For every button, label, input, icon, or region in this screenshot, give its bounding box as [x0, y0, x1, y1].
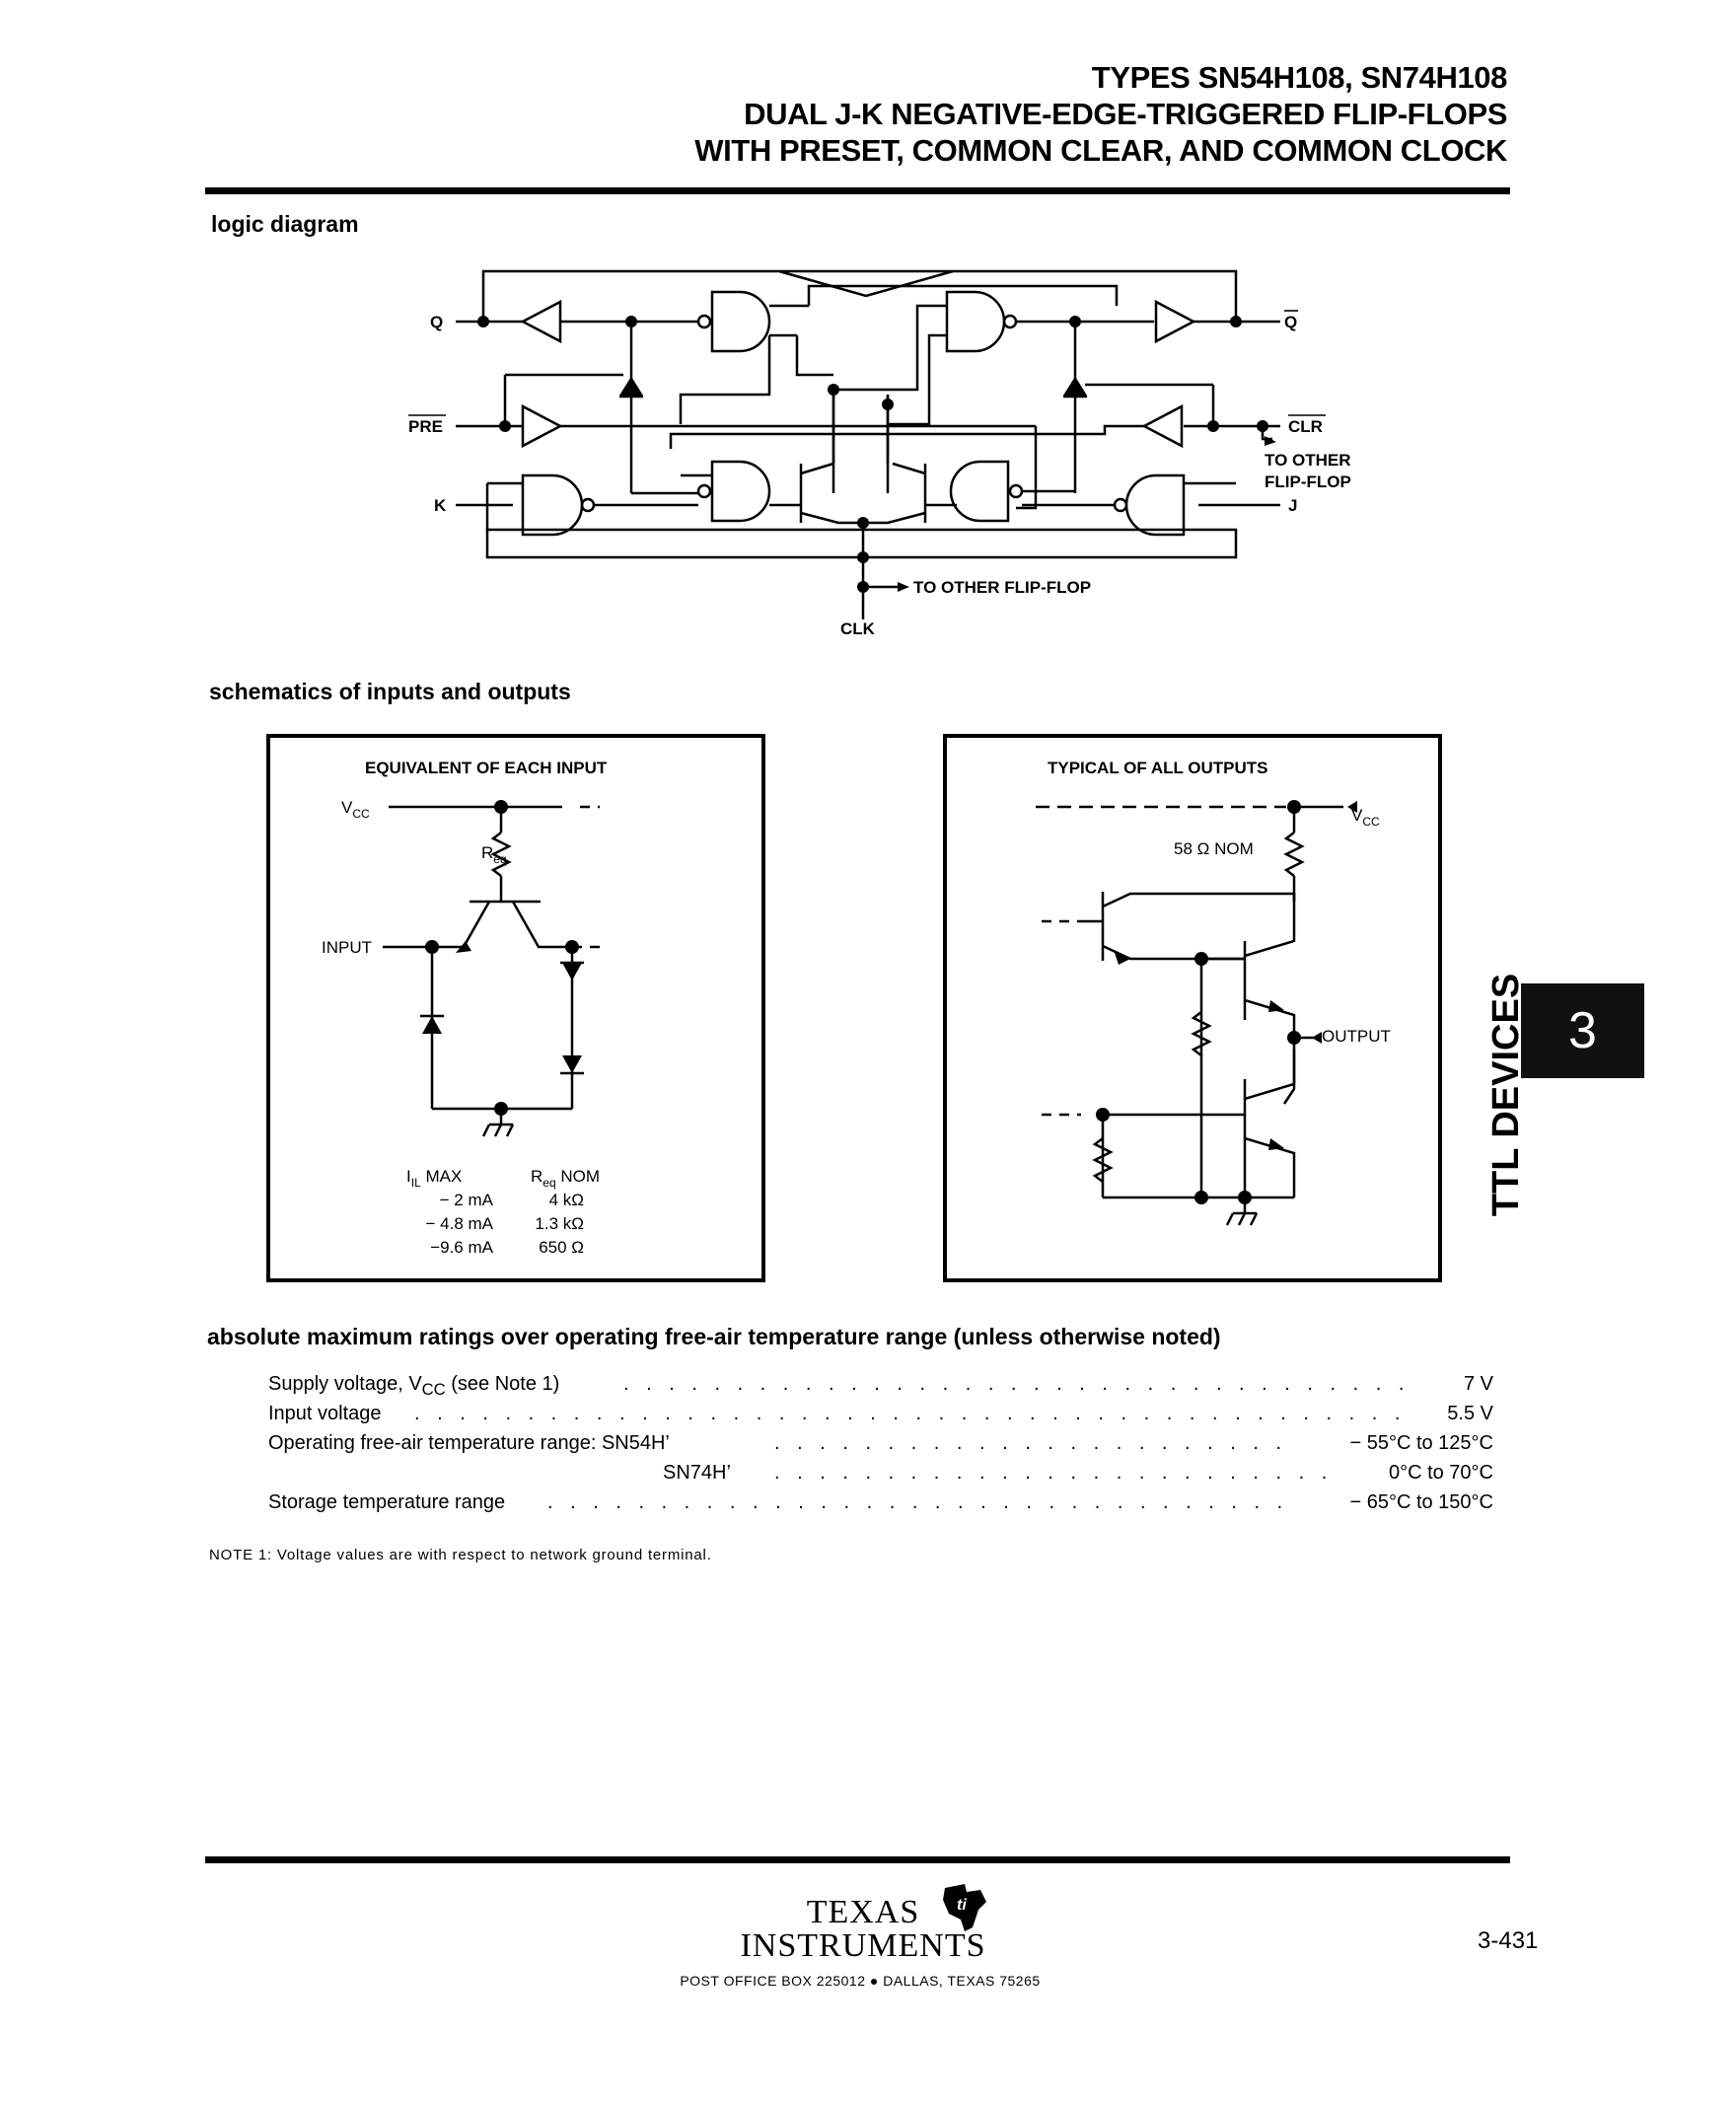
- rating-value-op-temp-74: 0°C to 70°C: [1388, 1462, 1493, 1484]
- output-resistor-label: 58 Ω NOM: [1174, 839, 1254, 858]
- rating-label-input: Input voltage: [268, 1403, 382, 1424]
- rating-value-input: 5.5 V: [1447, 1403, 1493, 1424]
- to-other-ff-label-2: FLIP-FLOP: [1265, 472, 1351, 491]
- page-header: TYPES SN54H108, SN74H108 DUAL J-K NEGATI…: [694, 59, 1507, 169]
- q-bar-label: Q: [1284, 313, 1297, 331]
- section-tab-number: 3: [1521, 983, 1644, 1078]
- rating-label-op-temp-54: Operating free-air temperature range: SN…: [268, 1432, 670, 1454]
- company-name: TEXAS INSTRUMENTS: [735, 1896, 991, 1963]
- input-label: INPUT: [322, 938, 372, 957]
- input-vcc-label: VCC: [341, 798, 370, 821]
- rating-label-storage: Storage temperature range: [268, 1491, 506, 1513]
- req-row-3: 650 Ω: [539, 1238, 584, 1257]
- clk-label: CLK: [840, 619, 876, 638]
- req-nom-header: Req NOM: [531, 1167, 600, 1190]
- output-schematic: TYPICAL OF ALL OUTPUTS VCC 58 Ω NOM OUTP…: [943, 734, 1442, 1282]
- rating-label-supply: Supply voltage, VCC (see Note 1): [268, 1373, 560, 1399]
- page-number: 3-431: [1478, 1927, 1539, 1954]
- iil-row-3: −9.6 mA: [430, 1238, 493, 1257]
- ratings-heading: absolute maximum ratings over operating …: [207, 1324, 1221, 1349]
- req-row-1: 4 kΩ: [549, 1191, 584, 1209]
- header-line-2: DUAL J-K NEGATIVE-EDGE-TRIGGERED FLIP-FL…: [744, 97, 1507, 131]
- req-row-2: 1.3 kΩ: [535, 1214, 584, 1233]
- output-schematic-title: TYPICAL OF ALL OUTPUTS: [1048, 759, 1268, 777]
- to-other-ff-label-1: TO OTHER: [1265, 451, 1351, 470]
- rating-leader-3: . . . . . . . . . . . . . . . . . . . . …: [774, 1432, 1297, 1454]
- note-1: NOTE 1: Voltage values are with respect …: [209, 1547, 712, 1563]
- logic-diagram-heading: logic diagram: [211, 211, 359, 237]
- iil-row-1: − 2 mA: [440, 1191, 494, 1209]
- iil-row-2: − 4.8 mA: [425, 1214, 493, 1233]
- rating-leader-1: . . . . . . . . . . . . . . . . . . . . …: [623, 1373, 1403, 1395]
- j-label: J: [1288, 496, 1297, 515]
- q-label: Q: [430, 313, 443, 331]
- company-line-2: INSTRUMENTS: [740, 1927, 986, 1964]
- rating-label-op-temp-74: SN74H’: [663, 1462, 731, 1484]
- rating-value-supply: 7 V: [1463, 1373, 1493, 1395]
- rating-value-storage: − 65°C to 150°C: [1349, 1491, 1493, 1513]
- to-other-ff-clk-label: TO OTHER FLIP-FLOP: [913, 578, 1091, 597]
- schematics-heading: schematics of inputs and outputs: [209, 679, 571, 704]
- clr-label: CLR: [1288, 417, 1323, 436]
- rating-leader-4: . . . . . . . . . . . . . . . . . . . . …: [774, 1462, 1337, 1484]
- section-tab-text: TTL DEVICES: [1485, 973, 1527, 1217]
- rating-value-op-temp-54: − 55°C to 125°C: [1349, 1432, 1493, 1454]
- header-line-3: WITH PRESET, COMMON CLEAR, AND COMMON CL…: [694, 133, 1507, 168]
- header-rule: [205, 187, 1510, 194]
- output-label: OUTPUT: [1322, 1027, 1391, 1046]
- input-schematic-title: EQUIVALENT OF EACH INPUT: [365, 759, 608, 777]
- header-line-1: TYPES SN54H108, SN74H108: [1091, 60, 1508, 95]
- svg-text:ti: ti: [957, 1897, 967, 1914]
- iil-max-header: IIL MAX: [406, 1167, 462, 1190]
- pre-label: PRE: [408, 417, 443, 436]
- footer-rule: [205, 1856, 1510, 1863]
- input-schematic: EQUIVALENT OF EACH INPUT VCC Req INPUT I…: [266, 734, 765, 1282]
- rating-leader-2: . . . . . . . . . . . . . . . . . . . . …: [414, 1403, 1401, 1424]
- company-address: POST OFFICE BOX 225012 ● DALLAS, TEXAS 7…: [680, 1973, 1041, 1989]
- k-label: K: [434, 496, 447, 515]
- company-line-1: TEXAS: [806, 1894, 920, 1930]
- logic-diagram: Q Q PRE CLR TO OTHER FLIP-FLOP K J TO OT…: [408, 269, 1351, 638]
- rating-leader-5: . . . . . . . . . . . . . . . . . . . . …: [547, 1491, 1297, 1513]
- ti-logo-icon: ti: [943, 1884, 986, 1931]
